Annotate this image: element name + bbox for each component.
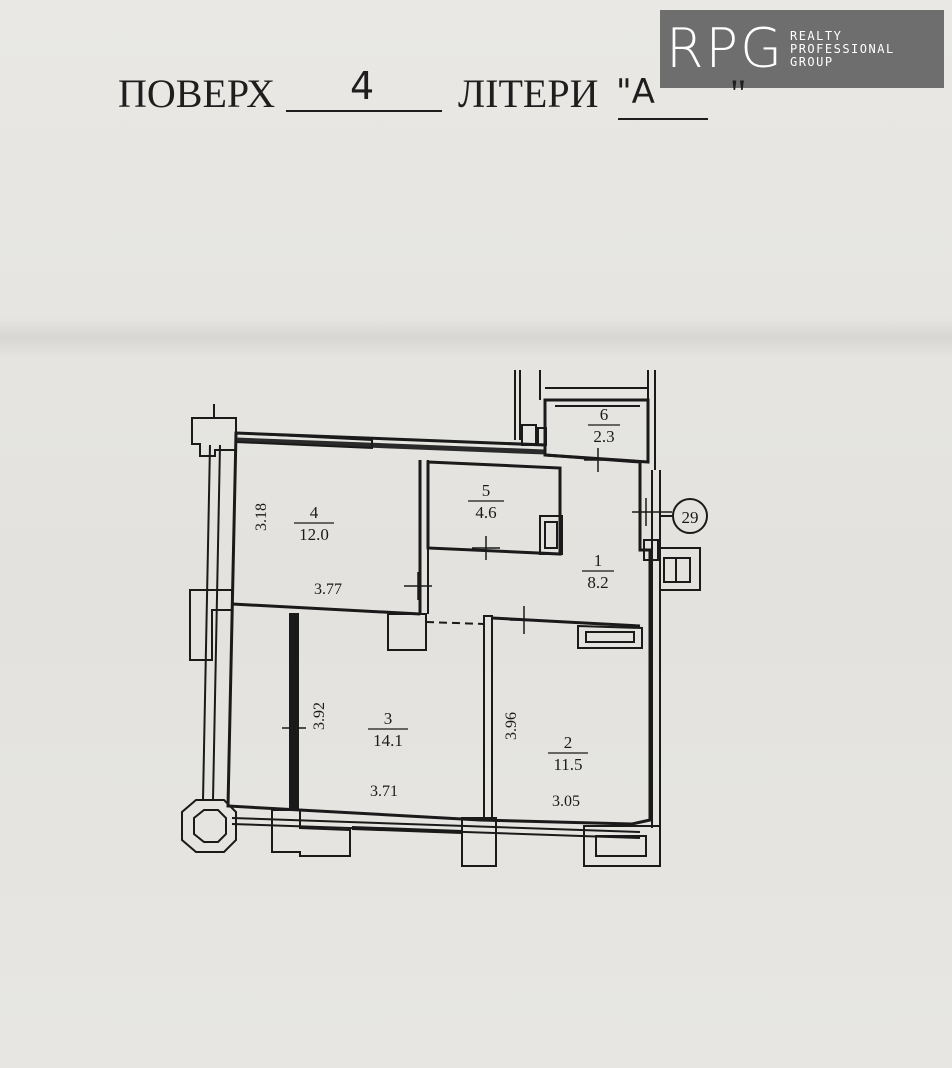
room-4-width-dimension: 3.77	[314, 581, 342, 598]
logo-mark: RPG	[666, 22, 784, 76]
logo-line-1: REALTY	[789, 28, 843, 43]
axis-marker-circle	[672, 498, 708, 534]
letter-value: "А	[616, 72, 655, 112]
room-2-width-dimension: 3.05	[552, 793, 580, 810]
logo-letter: G	[740, 17, 784, 80]
floor-underline	[286, 110, 442, 112]
axis-marker-label: 29	[682, 508, 699, 527]
room-area: 2.3	[593, 427, 614, 446]
room-6-label: 6 2.3	[588, 405, 620, 446]
paper-fold-crease	[0, 318, 952, 358]
letter-underline	[618, 118, 708, 120]
room-3-width-dimension: 3.71	[370, 783, 398, 800]
logo-line-2: PROFESSIONAL	[789, 41, 895, 56]
logo-line-3: GROUP	[789, 54, 834, 69]
room-2-label: 2 11.5	[548, 733, 588, 774]
door-markers	[282, 448, 672, 740]
floor-value: 4	[350, 64, 375, 108]
room-area: 11.5	[553, 755, 582, 774]
room-number: 4	[310, 503, 319, 522]
room-5-label: 5 4.6	[468, 481, 504, 522]
logo-letter: P	[705, 17, 741, 80]
room-3-height-dimension: 3.92	[311, 702, 328, 730]
room-number: 6	[600, 405, 609, 424]
plan-walls	[181, 370, 701, 867]
floor-label: ПОВЕРХ	[118, 71, 276, 116]
room-area: 8.2	[587, 573, 608, 592]
floor-heading: ПОВЕРХ 4 ЛІТЕРИ "А "	[118, 64, 818, 126]
room-number: 1	[594, 551, 603, 570]
logo-subtitle: REALTY PROFESSIONAL GROUP	[789, 28, 895, 69]
letter-close-quote: "	[730, 71, 747, 116]
room-4-height-dimension: 3.18	[253, 503, 270, 531]
letter-label: ЛІТЕРИ	[458, 71, 599, 116]
room-number: 5	[482, 481, 491, 500]
logo-letter: R	[666, 17, 706, 80]
room-4-label: 4 12.0	[294, 503, 334, 544]
room-area: 4.6	[475, 503, 496, 522]
rpg-logo: RPG REALTY PROFESSIONAL GROUP	[660, 10, 944, 88]
room-3-label: 3 14.1	[368, 709, 408, 750]
room-area: 14.1	[373, 731, 403, 750]
room-2-height-dimension: 3.96	[503, 712, 520, 740]
room-area: 12.0	[299, 525, 329, 544]
room-number: 2	[564, 733, 573, 752]
room-1-label: 1 8.2	[582, 551, 614, 592]
room-number: 3	[384, 709, 393, 728]
